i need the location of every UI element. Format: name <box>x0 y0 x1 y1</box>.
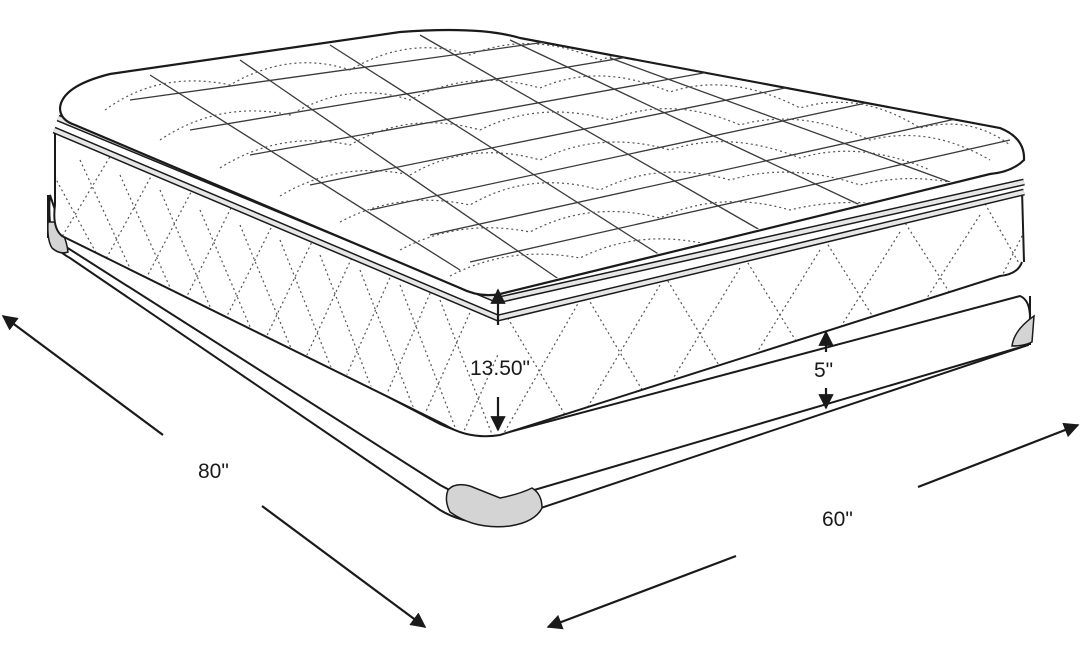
length-arrow-back <box>1 315 164 436</box>
mattress-top-surface <box>58 28 1026 297</box>
width-label: 60" <box>822 508 853 531</box>
width-arrow-left <box>546 554 737 630</box>
width-arrow-right <box>917 422 1080 489</box>
mattress-side-panel <box>53 130 1025 438</box>
mattress-height-label: 13.50" <box>470 357 531 380</box>
corner-guards <box>47 221 1035 528</box>
dimension-arrows <box>1 288 1080 630</box>
length-arrow-front <box>261 505 427 628</box>
foundation-height-label: 5" <box>814 359 834 382</box>
length-label: 80" <box>198 460 229 483</box>
